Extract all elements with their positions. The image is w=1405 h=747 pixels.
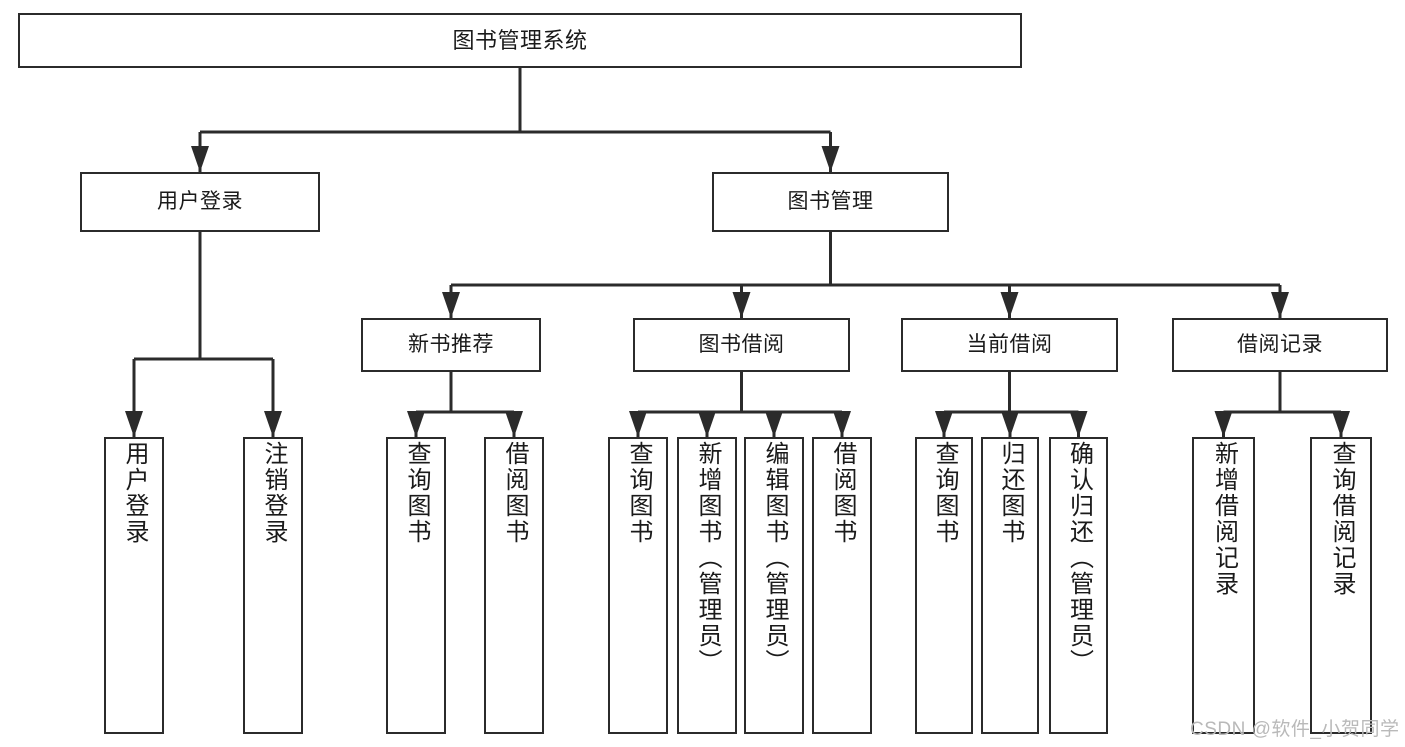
node-label: 借阅图书: [829, 441, 856, 545]
arrow-head: [1000, 292, 1019, 318]
node-label: 归还图书: [997, 441, 1024, 545]
node-leaf-borrow-book-1: 借阅图书: [484, 437, 544, 734]
node-label: 图书管理: [787, 189, 874, 213]
node-label: 确认归还（管理员）: [1065, 441, 1093, 675]
arrow-head: [442, 292, 460, 318]
arrow-head: [125, 411, 143, 437]
node-label: 图书借阅: [698, 332, 785, 356]
node-leaf-logout: 注销登录: [243, 437, 303, 734]
node-leaf-confirm-return: 确认归还（管理员）: [1049, 437, 1108, 734]
node-label: 借阅图书: [501, 441, 528, 545]
node-label: 新书推荐: [408, 332, 494, 356]
arrow-head: [1332, 411, 1350, 437]
arrow-head: [732, 292, 751, 318]
node-leaf-edit-book: 编辑图书（管理员）: [744, 437, 804, 734]
arrow-head: [1271, 292, 1289, 318]
node-label: 查询图书: [931, 441, 958, 545]
arrow-head: [698, 411, 716, 437]
node-label: 查询图书: [403, 441, 430, 545]
node-new-book-rec: 新书推荐: [361, 318, 541, 372]
arrow-head: [765, 411, 783, 437]
node-book-manage: 图书管理: [712, 172, 949, 232]
node-label: 用户登录: [121, 441, 148, 545]
arrow-head: [935, 411, 953, 437]
node-leaf-query-record: 查询借阅记录: [1310, 437, 1372, 734]
arrow-head: [1214, 411, 1233, 437]
node-label: 新增图书（管理员）: [694, 441, 721, 675]
node-root: 图书管理系统: [18, 13, 1022, 68]
arrow-head: [264, 411, 282, 437]
arrow-head: [1069, 411, 1088, 437]
arrow-head: [191, 146, 209, 172]
node-leaf-return-book: 归还图书: [981, 437, 1039, 734]
arrow-head: [1001, 411, 1019, 437]
node-label: 查询图书: [625, 441, 652, 545]
node-label: 注销登录: [260, 441, 287, 545]
node-user-login: 用户登录: [80, 172, 320, 232]
node-label: 图书管理系统: [452, 27, 588, 53]
node-leaf-borrow-book-2: 借阅图书: [812, 437, 872, 734]
arrow-head: [821, 146, 840, 172]
watermark: CSDN @软件_小贺同学: [1190, 719, 1400, 740]
arrow-head: [833, 411, 851, 437]
node-leaf-query-book-3: 查询图书: [915, 437, 973, 734]
node-label: 用户登录: [157, 189, 243, 213]
node-borrow-record: 借阅记录: [1172, 318, 1388, 372]
node-leaf-add-record: 新增借阅记录: [1192, 437, 1255, 734]
arrow-head: [629, 411, 647, 437]
node-label: 编辑图书（管理员）: [761, 441, 788, 675]
node-book-borrow: 图书借阅: [633, 318, 850, 372]
node-label: 当前借阅: [966, 332, 1053, 356]
node-current-borrow: 当前借阅: [901, 318, 1118, 372]
node-leaf-query-book-1: 查询图书: [386, 437, 446, 734]
node-leaf-query-book-2: 查询图书: [608, 437, 668, 734]
node-label: 借阅记录: [1237, 332, 1323, 356]
node-label: 查询借阅记录: [1328, 441, 1355, 597]
node-leaf-add-book: 新增图书（管理员）: [677, 437, 737, 734]
arrow-head: [505, 411, 523, 437]
arrow-head: [407, 411, 425, 437]
node-label: 新增借阅记录: [1210, 441, 1238, 597]
node-leaf-user-login: 用户登录: [104, 437, 164, 734]
